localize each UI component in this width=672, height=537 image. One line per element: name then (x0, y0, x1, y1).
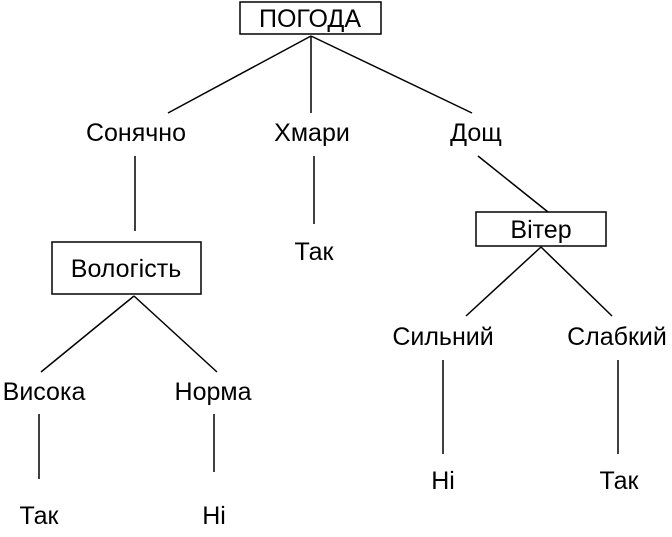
humidity-node-label: Вологість (71, 255, 181, 283)
edge-wind-weak (540, 246, 613, 317)
branch-clouds-label: Хмари (274, 119, 350, 147)
clouds-leaf-label: Так (295, 238, 335, 266)
edge-humidity-high (40, 295, 135, 373)
branch-sunny-label: Сонячно (86, 119, 186, 147)
edge-root-rain (310, 35, 473, 114)
branch-rain-label: Дощ (450, 119, 502, 147)
high-leaf-label: Так (20, 502, 60, 530)
branch-strong-label: Сильний (392, 323, 493, 351)
edge-wind-strong (465, 246, 542, 317)
wind-node-label: Вітер (510, 216, 571, 244)
branch-high-label: Висока (3, 378, 86, 406)
strong-leaf-label: Ні (431, 467, 455, 495)
root-node-label: ПОГОДА (259, 5, 361, 33)
branch-weak-label: Слабкий (567, 323, 667, 351)
root-node-box (239, 1, 382, 35)
edge-rain-wind (477, 155, 549, 213)
wind-node-box (475, 211, 607, 247)
humidity-node-box (51, 241, 202, 295)
normal-leaf-label: Ні (202, 502, 226, 530)
tree-edges (38, 35, 619, 479)
edge-root-sunny (167, 35, 312, 114)
branch-normal-label: Норма (175, 378, 252, 406)
edge-humidity-normal (133, 295, 218, 373)
weak-leaf-label: Так (600, 467, 640, 495)
